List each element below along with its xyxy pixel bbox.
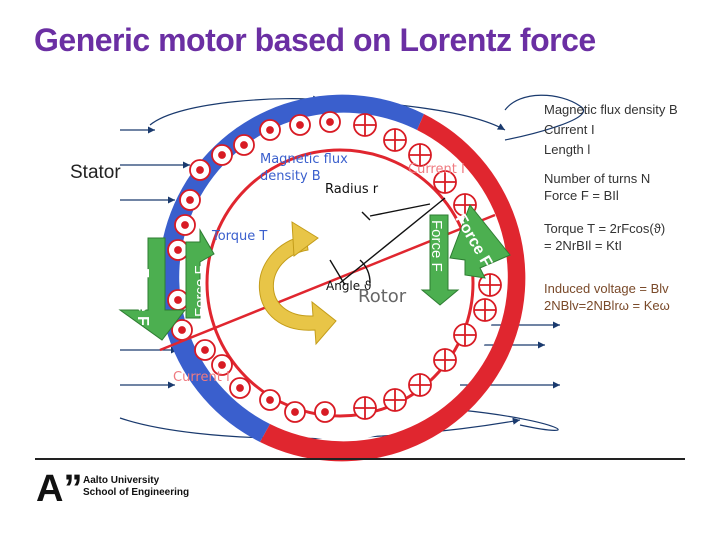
legend-induced-1: Induced voltage = Blv xyxy=(544,281,669,296)
conductor-cross xyxy=(383,388,407,412)
radius-label: Radius r xyxy=(325,182,379,197)
conductor-dot xyxy=(167,239,189,261)
conductor-dot xyxy=(189,159,211,181)
stator-label: Stator xyxy=(70,162,121,183)
conductor-cross xyxy=(453,323,477,347)
legend-torque-2: = 2NrBIl = KtI xyxy=(544,238,623,253)
logo-mark: A” xyxy=(36,468,83,510)
current-label-top-right: Current I xyxy=(408,162,465,177)
force-arrow-left-inner xyxy=(185,228,215,319)
conductor-cross xyxy=(478,273,502,297)
legend-force: Force F = BIl xyxy=(544,188,619,203)
conductor-dot xyxy=(284,401,306,423)
conductor-cross xyxy=(353,396,377,420)
legend-turns: Number of turns N xyxy=(544,171,651,186)
force-arrow-right-inner xyxy=(420,214,460,306)
conductor-dot xyxy=(211,144,233,166)
legend-length: Length l xyxy=(544,142,591,157)
legend-torque-1: Torque T = 2rFcos(ϑ) xyxy=(544,221,666,236)
magnetic-flux-label-1: Magnetic flux xyxy=(260,152,348,167)
conductor-dot xyxy=(229,377,251,399)
conductor-dot xyxy=(211,354,233,376)
conductor-dot xyxy=(319,111,341,133)
footer-divider xyxy=(35,458,685,460)
conductor-dot xyxy=(194,339,216,361)
angle-label: Angle ϑ xyxy=(326,279,371,293)
logo-line-1: Aalto University xyxy=(83,475,160,486)
university-logo: A” Aalto University School of Engineerin… xyxy=(36,468,189,510)
legend-flux: Magnetic flux density B xyxy=(544,102,678,117)
legend-current: Current I xyxy=(544,122,595,137)
conductor-dot xyxy=(259,389,281,411)
conductor-dot xyxy=(233,134,255,156)
force-arrows-left xyxy=(118,228,215,341)
force-arrow-right-outer xyxy=(449,204,511,279)
conductor-dot xyxy=(259,119,281,141)
legend-induced-2: 2NBlv=2NBlrω = Keω xyxy=(544,298,670,313)
force-label-left-1: Force F xyxy=(134,268,151,326)
conductor-dot xyxy=(314,401,336,423)
conductor-dot xyxy=(167,289,189,311)
conductor-cross xyxy=(433,170,457,194)
force-label-left-2: Force F xyxy=(192,265,209,317)
page-title: Generic motor based on Lorentz force xyxy=(34,22,596,58)
force-arrows-right xyxy=(420,204,511,306)
radius-line xyxy=(329,197,446,286)
current-label-bottom: Current I xyxy=(173,370,230,385)
conductor-cross xyxy=(473,298,497,322)
conductor-cross xyxy=(408,143,432,167)
conductor-dot xyxy=(179,189,201,211)
conductor-cross xyxy=(408,373,432,397)
force-arrow-left-outer xyxy=(118,237,187,341)
logo-text: Aalto University School of Engineering xyxy=(83,475,189,499)
conductors-dot xyxy=(167,111,341,423)
conductor-cross xyxy=(433,348,457,372)
conductor-cross xyxy=(353,113,377,137)
conductor-dot xyxy=(174,214,196,236)
torque-arrow xyxy=(258,221,337,346)
logo-line-2: School of Engineering xyxy=(83,487,190,498)
torque-label: Torque T xyxy=(211,229,267,244)
rotor-label: Rotor xyxy=(358,286,407,307)
magnetic-flux-label-2: density B xyxy=(260,169,321,184)
rotor-ring xyxy=(205,148,475,418)
force-label-right-2: Force F xyxy=(428,220,445,272)
conductor-cross xyxy=(383,128,407,152)
conductor-dot xyxy=(289,114,311,136)
